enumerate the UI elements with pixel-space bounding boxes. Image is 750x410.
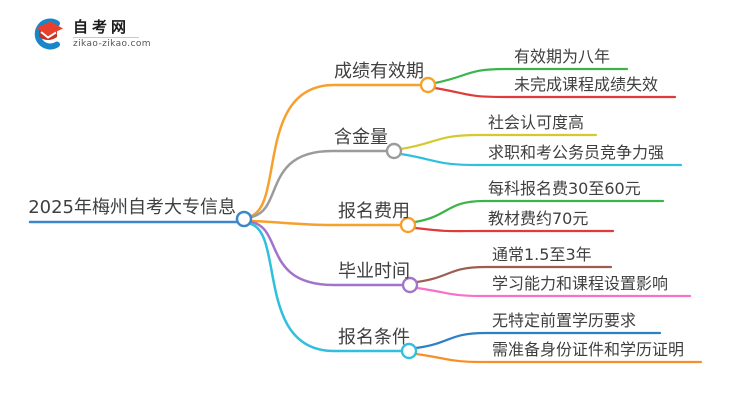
branch-score-validity-circle (419, 76, 437, 94)
branch-requirements-curve (249, 222, 404, 353)
child-unfinished-invalid-label: 未完成课程成绩失效 (514, 75, 659, 94)
child-social-recognition-label: 社会认可度高 (488, 113, 585, 132)
child-job-competitiveness-curve (399, 152, 683, 167)
child-textbook-fee-label: 教材费约70元 (488, 209, 589, 228)
child-unfinished-invalid-curve (433, 86, 677, 99)
branch-fee-label: 报名费用 (338, 201, 410, 222)
site-logo: 自考网 zikao-zikao.com (26, 17, 151, 51)
child-duration-label: 通常1.5至3年 (492, 245, 592, 264)
child-documents-needed-curve (414, 352, 703, 364)
branch-score-validity-label: 成绩有效期 (334, 61, 424, 82)
branch-fee-curve (249, 219, 403, 227)
branch-requirements-label: 报名条件 (338, 327, 410, 348)
logo-site-url: zikao-zikao.com (73, 39, 151, 49)
branch-graduation-time-label: 毕业时间 (338, 261, 410, 282)
branch-graduation-time-curve (249, 220, 405, 287)
branch-graduation-time-circle (401, 276, 419, 294)
root-node-label: 2025年梅州自考大专信息 (28, 197, 236, 218)
child-exam-fee-label: 每科报名费30至60元 (488, 179, 641, 198)
logo-text-block: 自考网 zikao-zikao.com (73, 19, 151, 49)
child-no-prerequisite-curve (414, 331, 662, 350)
logo-cap-top-shape (36, 21, 63, 36)
child-influence-factors-curve (415, 286, 692, 298)
logo-cap-chevron (40, 31, 57, 39)
child-social-recognition-curve (399, 133, 598, 151)
logo-site-name: 自考网 (73, 18, 131, 36)
root-node-circle (235, 210, 253, 228)
logo-graduation-cap-icon (34, 18, 63, 50)
child-exam-fee-curve (413, 199, 665, 224)
child-textbook-fee-curve (413, 226, 615, 233)
child-influence-factors-label: 学习能力和课程设置影响 (492, 274, 669, 293)
branch-fee-circle (399, 216, 417, 234)
branch-requirements-circle (400, 342, 418, 360)
child-validity-eight-years-label: 有效期为八年 (514, 47, 611, 66)
child-validity-eight-years-curve (433, 67, 629, 85)
child-duration-curve (415, 265, 613, 284)
branch-value-curve (249, 149, 389, 219)
child-documents-needed-label: 需准备身份证件和学历证明 (492, 340, 685, 359)
logo-divider (73, 37, 139, 38)
branch-value-label: 含金量 (334, 127, 388, 148)
branch-value-circle (385, 142, 403, 160)
branch-score-validity-curve (249, 83, 423, 218)
child-no-prerequisite-label: 无特定前置学历要求 (492, 311, 637, 330)
child-job-competitiveness-label: 求职和考公务员竞争力强 (488, 143, 665, 162)
